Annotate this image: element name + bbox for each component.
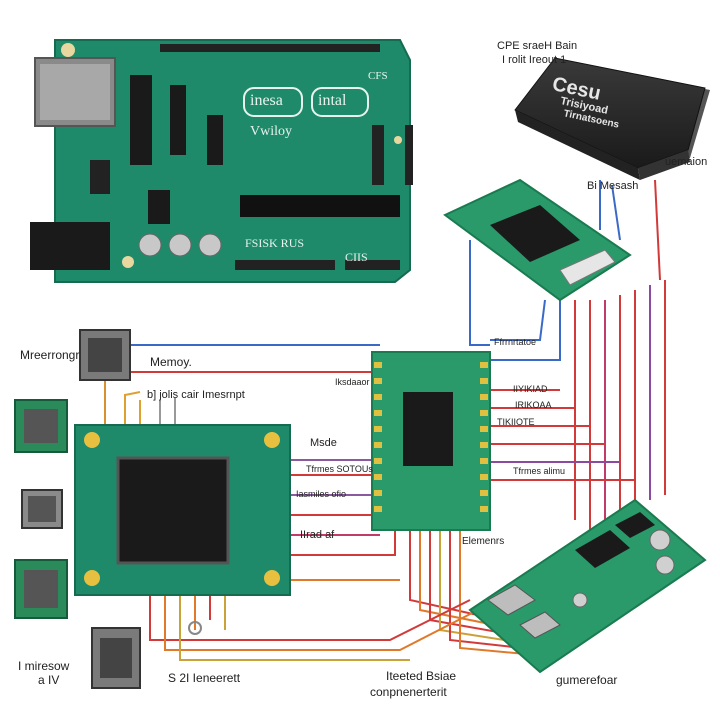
board-pin	[374, 410, 382, 416]
memory-mid-label: Memoy.	[150, 355, 192, 369]
board-pin	[374, 426, 382, 432]
small-chip-board	[443, 178, 632, 302]
power-jack	[30, 222, 110, 270]
board-pin	[480, 490, 488, 496]
arduino-cil: CIIS	[345, 250, 368, 264]
board-pin	[480, 474, 488, 480]
arduino-cfs: CFS	[368, 70, 388, 82]
board-pin	[374, 442, 382, 448]
memory-left-label: Mreerrongr	[20, 348, 80, 362]
ikda-label: Iksdaaor	[335, 377, 370, 387]
board-pin	[374, 474, 382, 480]
imesso-2: a IV	[38, 673, 60, 687]
elemem-label: Elemenrs	[462, 536, 505, 547]
bottom-label-1: Iteeted Bsiae	[386, 669, 457, 683]
board-pin	[374, 506, 382, 512]
board-pin	[374, 378, 382, 384]
arduino-subtitle: Vwiloy	[250, 124, 292, 139]
board-pin	[374, 362, 382, 368]
cpu-chip	[514, 57, 710, 180]
middle-board	[371, 351, 491, 531]
gumere-label: gumerefoar	[556, 673, 618, 687]
board-pin	[480, 362, 488, 368]
arduino-board	[30, 39, 413, 283]
mid-right-2: IRIKOAA	[515, 400, 552, 410]
arduino-logo-2: intal	[318, 92, 347, 109]
trimes-1: Tfrmes SOTOUs	[306, 464, 373, 474]
bottom-label-2: conpnenerterit	[370, 685, 447, 699]
memory-chips	[14, 329, 141, 689]
cpu-caption-2: I rolit Ireout 1	[502, 54, 567, 66]
board-pin	[480, 426, 488, 432]
mind-label: Iasmiles ofio	[296, 489, 347, 499]
arduino-logo-1: inesa	[250, 92, 283, 109]
board-pin	[480, 506, 488, 512]
pu-label: Ffrrnrtatoe	[494, 337, 537, 347]
board-pin	[480, 394, 488, 400]
cpu-right-label: uemaion	[665, 156, 708, 168]
cpu-caption-1: CPE sraeH Bain	[497, 40, 578, 52]
board-pin	[480, 458, 488, 464]
board-pin	[480, 378, 488, 384]
middle-board-pins	[374, 362, 488, 512]
board-pin	[374, 490, 382, 496]
mesas-label: Bi Mesash	[587, 180, 639, 192]
trimes-2: Tfrmes alimu	[513, 466, 566, 476]
mid-right-1: IIYIKIAD	[513, 384, 548, 394]
tiko-label: TIKIIOTE	[497, 417, 535, 427]
imesso-1: I miresow	[18, 659, 70, 673]
board-pin	[374, 458, 382, 464]
board-pin	[374, 394, 382, 400]
istrd-label: IIrad af	[300, 529, 335, 541]
bottom-right-board	[468, 498, 707, 674]
s2-label: S 2I Ieneerett	[168, 671, 241, 685]
b-label: b] jolis cair Imesrnpt	[147, 389, 245, 401]
processor-board	[74, 424, 291, 635]
header-strip	[240, 195, 400, 217]
board-pin	[480, 442, 488, 448]
msde-label: Msde	[310, 437, 337, 449]
arduino-rus: FSISK RUS	[245, 236, 305, 250]
wires	[104, 179, 666, 661]
board-pin	[480, 410, 488, 416]
